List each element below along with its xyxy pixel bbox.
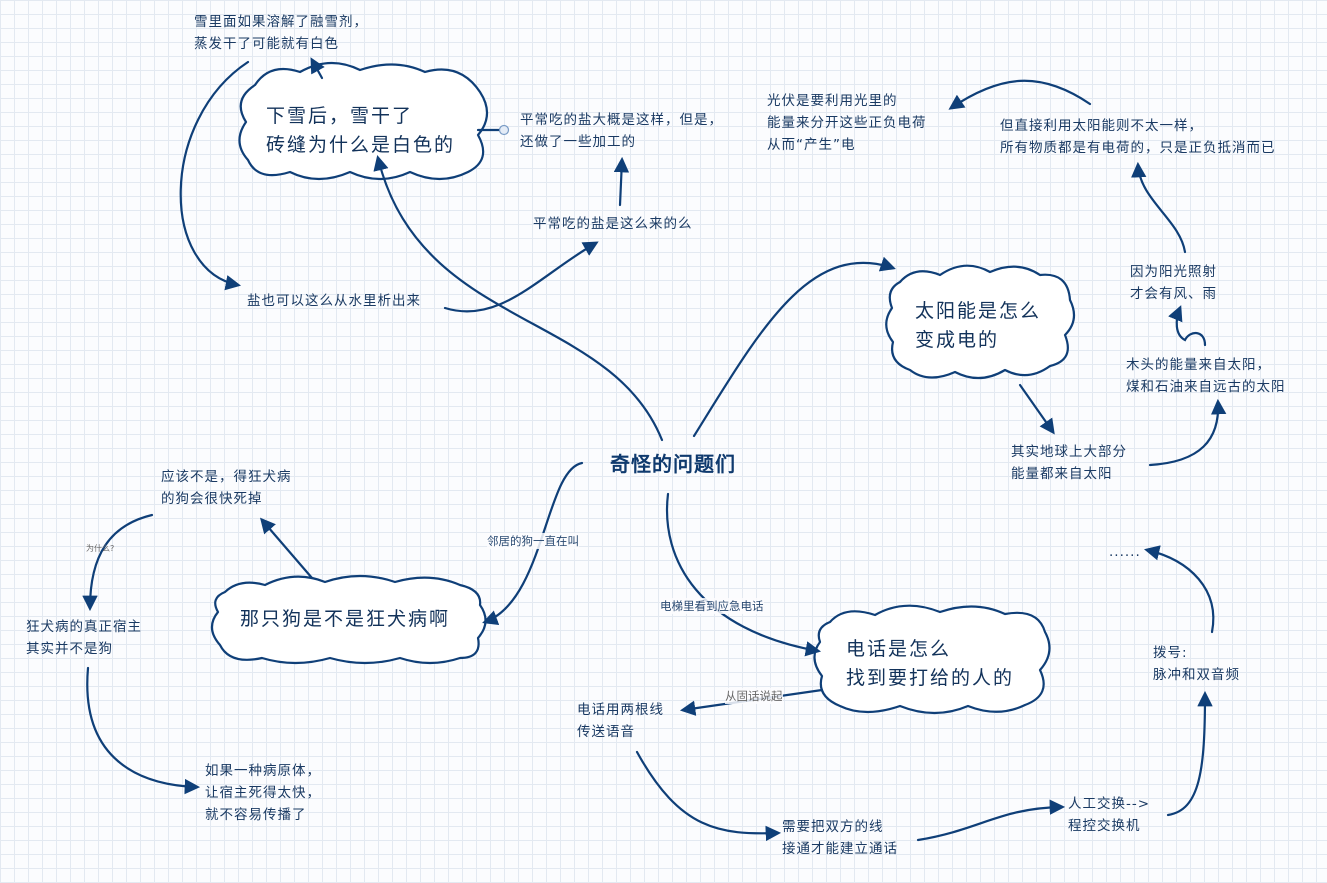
cloud-phone xyxy=(813,604,1051,715)
node-pathogen[interactable]: 如果一种病原体， 让宿主死得太快， 就不容易传播了 xyxy=(205,763,321,823)
edge-sun-earth xyxy=(1018,383,1055,435)
edge-wind-charges xyxy=(1131,161,1187,254)
edge-label-why: 为什么? xyxy=(86,544,115,553)
edge-wires-connect xyxy=(635,750,782,842)
topic-phone[interactable]: 电话是怎么 找到要打给的人的 xyxy=(846,638,1015,689)
edge-center-phone xyxy=(665,492,822,657)
edge-exchange-dial xyxy=(1166,690,1213,817)
edge-dog-should-not xyxy=(259,517,314,580)
edge-label-from-phone: 从固话说起 xyxy=(725,688,783,704)
node-earth-energy[interactable]: 其实地球上大部分 能量都来自太阳 xyxy=(1011,444,1127,482)
edge-wood-wind xyxy=(1168,305,1207,347)
node-exchange[interactable]: 人工交换--> 程控交换机 xyxy=(1068,796,1151,834)
node-wood-coal[interactable]: 木头的能量来自太阳， 煤和石油来自远古的太阳 xyxy=(1126,357,1286,395)
cloud-dog xyxy=(210,574,487,665)
node-should-not[interactable]: 应该不是，得狂犬病 的狗会很快死掉 xyxy=(161,469,292,507)
edge-host-pathogen xyxy=(86,666,201,795)
node-two-wires[interactable]: 电话用两根线 传送语音 xyxy=(577,702,664,740)
topic-sun[interactable]: 太阳能是怎么 变成电的 xyxy=(915,300,1042,351)
node-salt-origin[interactable]: 平常吃的盐是这么来的么 xyxy=(533,216,693,232)
node-dial[interactable]: 拨号: 脉冲和双音频 xyxy=(1153,645,1240,683)
attach-handle[interactable] xyxy=(498,124,510,136)
edge-center-sun xyxy=(692,256,896,438)
edge-charges-pv xyxy=(948,79,1092,110)
edge-label-phone: 电梯里看到应急电话 xyxy=(660,598,764,614)
edge-earth-wood xyxy=(1148,398,1227,467)
edge-connect-exchange xyxy=(916,799,1066,842)
cloud-snow xyxy=(238,61,489,181)
topic-dog[interactable]: 那只狗是不是狂犬病啊 xyxy=(240,608,451,630)
node-connect[interactable]: 需要把双方的线 接通才能建立通话 xyxy=(782,819,898,857)
node-wind-rain[interactable]: 因为阳光照射 才会有风、雨 xyxy=(1130,264,1217,302)
topic-snow[interactable]: 下雪后，雪干了 砖缝为什么是白色的 xyxy=(266,105,456,156)
center-topic[interactable]: 奇怪的问题们 xyxy=(610,452,736,476)
node-host[interactable]: 狂犬病的真正宿主 其实并不是狗 xyxy=(26,619,142,657)
edge-should-not-host xyxy=(82,513,154,612)
edge-origin-processed xyxy=(613,156,630,207)
node-photovoltaic[interactable]: 光伏是要利用光里的 能量来分开这些正负电荷 从而“产生”电 xyxy=(767,93,927,153)
cloud-sun xyxy=(885,264,1076,380)
node-melt-agent[interactable]: 雪里面如果溶解了融雪剂， 蒸发干了可能就有白色 xyxy=(194,14,368,52)
edge-dial-ellipsis xyxy=(1144,545,1215,634)
node-salt-water[interactable]: 盐也可以这么从水里析出来 xyxy=(247,293,421,309)
edge-melt-salt xyxy=(179,60,250,291)
node-ellipsis[interactable]: ...... xyxy=(1109,544,1141,560)
node-salt-processed[interactable]: 平常吃的盐大概是这样，但是， 还做了一些加工的 xyxy=(520,112,723,150)
edge-label-dog: 邻居的狗一直在叫 xyxy=(487,533,579,549)
edge-center-snow xyxy=(373,155,664,442)
edge-salt-origin xyxy=(443,241,599,313)
node-charges[interactable]: 但直接利用太阳能则不太一样， 所有物质都是有电荷的，只是正负抵消而已 xyxy=(1000,118,1276,156)
edge-snow-melt xyxy=(310,57,325,80)
